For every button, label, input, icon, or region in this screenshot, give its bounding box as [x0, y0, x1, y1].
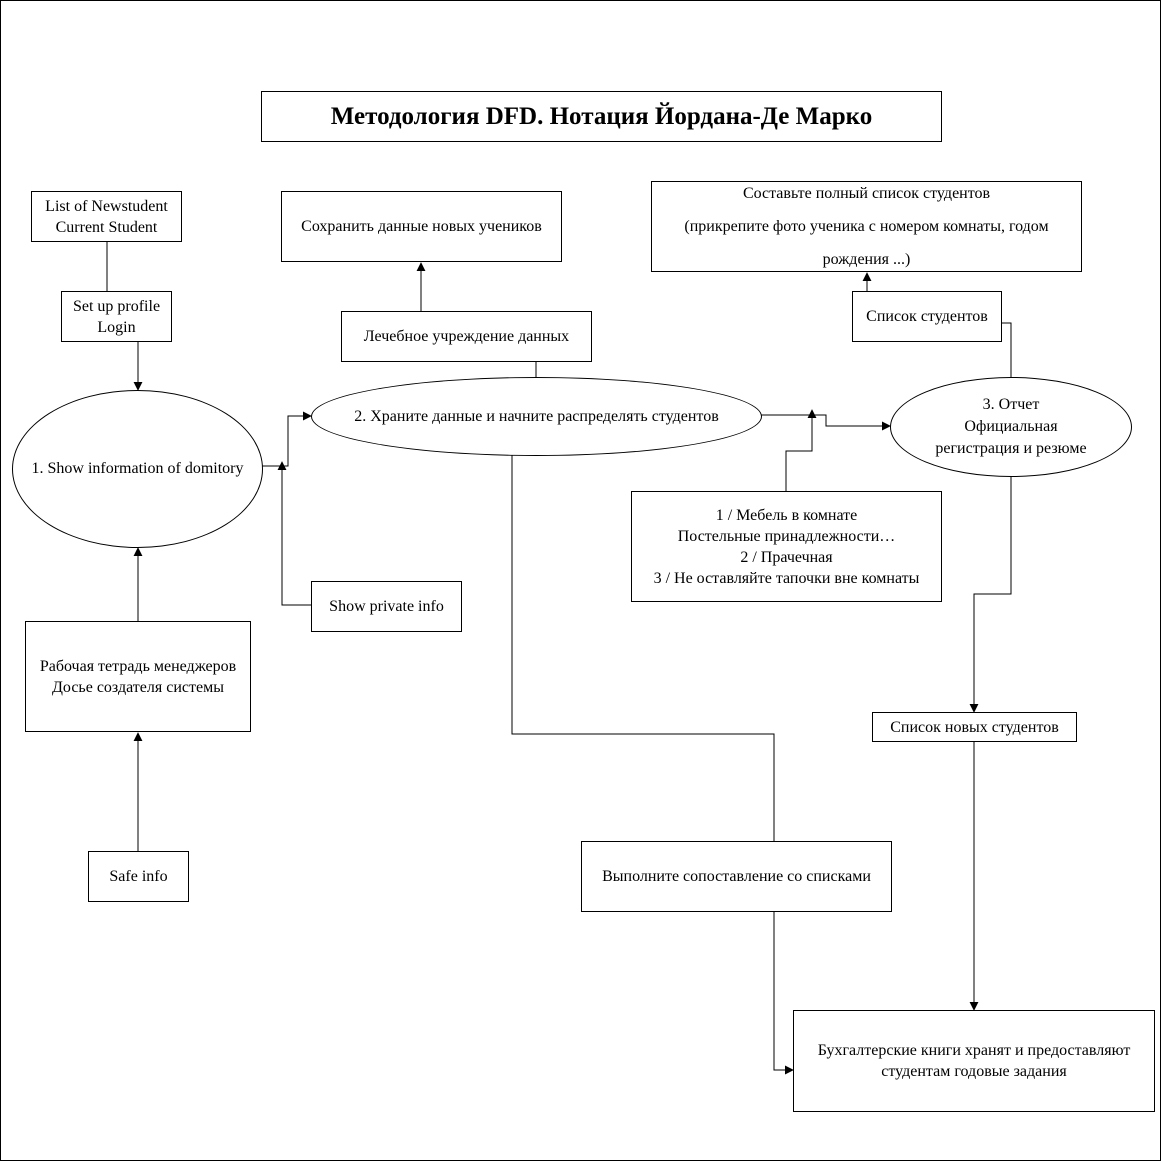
match-lists-node: Выполните сопоставление со списками [581, 841, 892, 912]
setup-profile-node: Set up profile Login [61, 291, 172, 342]
diagram-title: Методология DFD. Нотация Йордана-Де Марк… [261, 91, 942, 142]
newstudent-list-line-2: Current Student [55, 218, 158, 236]
match-lists-label: Выполните сопоставление со списками [602, 868, 871, 885]
arrow-process-2-to-process-3 [761, 414, 891, 431]
diagram-title-text: Методология DFD. Нотация Йордана-Де Марк… [330, 103, 873, 130]
save-new-students-label: Сохранить данные новых учеников [301, 218, 542, 235]
safe-info-label: Safe info [109, 868, 168, 885]
manager-notebook-node: Рабочая тетрадь менеджеров Досье создате… [25, 621, 251, 732]
data-institution-label: Лечебное учреждение данных [363, 328, 570, 345]
accounting-books-node: Бухгалтерские книги хранят и предоставля… [793, 1010, 1155, 1112]
full-list-node: Составьте полный список студентов (прикр… [651, 181, 1082, 272]
arrow-match-to-accounting [773, 911, 794, 1075]
process-2-label: 2. Храните данные и начните распределять… [354, 407, 719, 425]
rules-line-2: Постельные принадлежности… [677, 527, 896, 545]
new-students-list-node: Список новых студентов [872, 712, 1077, 742]
full-list-line-3: рождения ...) [822, 251, 911, 268]
rules-line-4: 3 / Не оставляйте тапочки вне комнаты [653, 569, 920, 587]
newstudent-list-node: List of Newstudent Current Student [31, 191, 182, 242]
student-list-node: Список студентов [852, 291, 1002, 342]
connector-process-3-to-student-list [1001, 322, 1012, 379]
setup-profile-line-2: Login [97, 318, 136, 336]
show-private-info-label: Show private info [329, 598, 444, 615]
process-2-node: 2. Храните данные и начните распределять… [311, 377, 762, 456]
rules-line-1: 1 / Мебель в комнате [715, 506, 858, 524]
rules-node: 1 / Мебель в комнате Постельные принадле… [631, 491, 942, 602]
process-3-line-3: регистрация и резюме [935, 440, 1087, 457]
student-list-label: Список студентов [866, 308, 988, 325]
arrow-process-1-to-process-2 [262, 411, 312, 467]
process-3-line-2: Официальная [964, 418, 1058, 435]
process-3-node: 3. Отчет Официальная регистрация и резюм… [890, 377, 1132, 477]
safe-info-node: Safe info [88, 851, 189, 902]
process-1-node: 1. Show information of domitory [12, 390, 263, 548]
full-list-line-2: (прикрепите фото ученика с номером комна… [684, 218, 1049, 235]
process-3-line-1: 3. Отчет [982, 396, 1040, 413]
manager-notebook-line-2: Досье создателя системы [52, 678, 224, 696]
arrow-private-info-to-junction [277, 461, 311, 606]
arrow-process-3-to-new-students [969, 476, 1012, 713]
manager-notebook-line-1: Рабочая тетрадь менеджеров [39, 657, 237, 675]
save-new-students-node: Сохранить данные новых учеников [281, 191, 562, 262]
accounting-books-line-2: студентам годовые задания [881, 1063, 1067, 1080]
data-institution-node: Лечебное учреждение данных [341, 311, 592, 362]
new-students-list-label: Список новых студентов [890, 718, 1059, 736]
connector-process-2-to-match [511, 455, 775, 841]
accounting-books-line-1: Бухгалтерские книги хранят и предоставля… [817, 1042, 1131, 1059]
setup-profile-line-1: Set up profile [72, 297, 161, 315]
show-private-info-node: Show private info [311, 581, 462, 632]
full-list-line-1: Составьте полный список студентов [742, 185, 991, 202]
rules-line-3: 2 / Прачечная [740, 548, 833, 566]
newstudent-list-line-1: List of Newstudent [45, 197, 168, 215]
process-1-label: 1. Show information of domitory [31, 460, 244, 477]
arrow-rules-to-junction [785, 409, 817, 491]
